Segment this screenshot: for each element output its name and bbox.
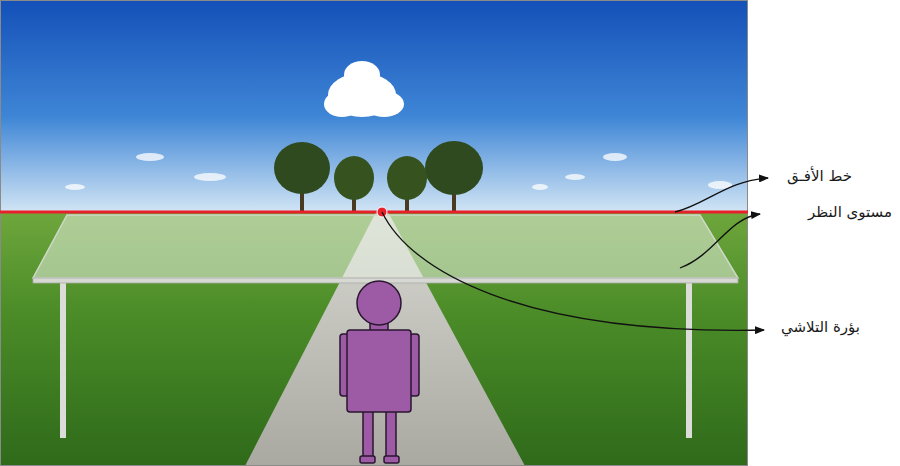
sight-plane-table (33, 215, 738, 438)
horizon-line (0, 211, 748, 214)
grass-field (0, 212, 748, 466)
table-leg (60, 282, 66, 438)
callout-label: بؤرة التلاشي (781, 318, 860, 338)
trees (274, 141, 483, 212)
leader-lines (382, 178, 768, 330)
viewer-figure (340, 281, 419, 463)
photo-border (1, 1, 748, 466)
landscape-photo (0, 0, 748, 466)
leader-arrow (680, 214, 760, 268)
callout-label: خط الأفـق (787, 167, 852, 187)
callout-label: مستوى النظر (808, 203, 892, 223)
sky (0, 0, 748, 213)
leader-arrow (382, 212, 764, 330)
sight-plane (33, 215, 738, 278)
leader-arrow (675, 178, 768, 212)
table-leg (686, 282, 692, 438)
cloud (324, 61, 404, 117)
